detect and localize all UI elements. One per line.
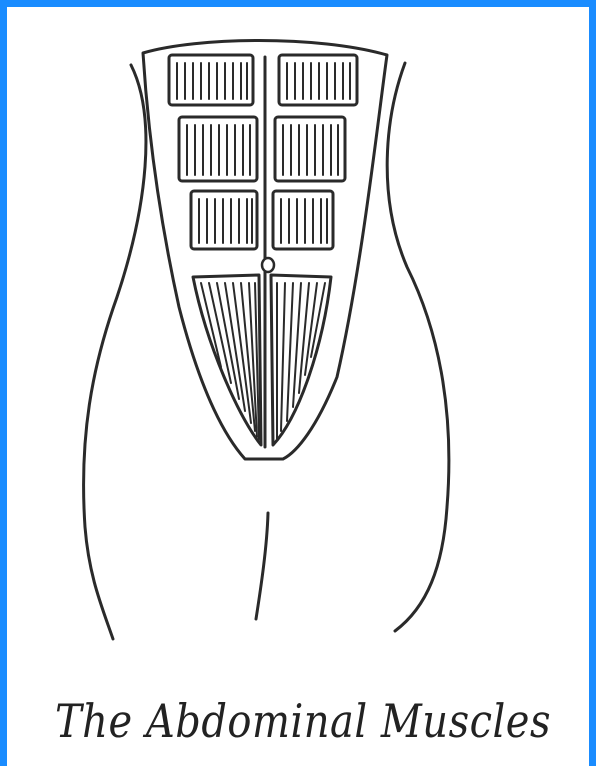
- abdominal-muscles-drawing: [7, 7, 596, 773]
- figure-caption: The Abdominal Muscles: [55, 682, 575, 763]
- lower-midline: [256, 513, 268, 619]
- muscle-segment-right-2: [275, 117, 345, 181]
- navel-mark: [262, 258, 274, 272]
- torso-right-outline: [387, 63, 449, 631]
- torso-left-outline: [84, 65, 146, 639]
